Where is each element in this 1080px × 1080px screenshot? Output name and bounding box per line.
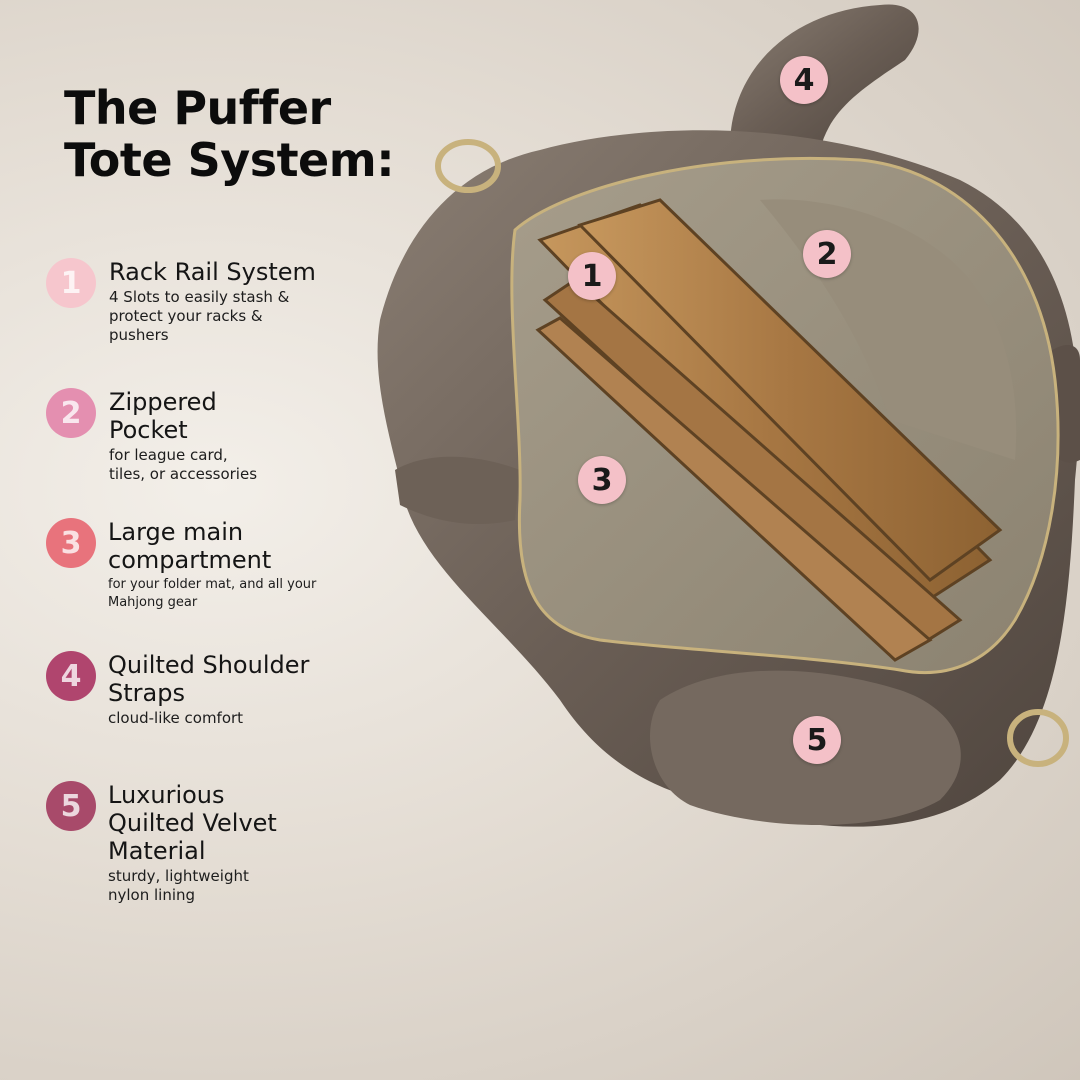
feature-description: for league card, tiles, or accessories [109, 446, 258, 483]
feature-heading: Rack Rail System [109, 258, 316, 286]
photo-marker-strap: 4 [780, 56, 828, 104]
feature-heading: Large main compartment [108, 518, 272, 574]
feature-heading: Luxurious Quilted Velvet Material [108, 781, 277, 865]
feature-rack-rail: 1 Rack Rail System 4 Slots to easily sta… [46, 258, 356, 345]
feature-description: 4 Slots to easily stash & protect your r… [109, 288, 290, 344]
photo-marker-main-compartment: 3 [578, 456, 626, 504]
feature-description: for your folder mat, and all your Mahjon… [108, 577, 317, 610]
page-title: The Puffer Tote System: [64, 81, 395, 187]
feature-heading: Zippered Pocket [109, 388, 217, 444]
number-badge: 2 [46, 388, 96, 438]
feature-shoulder-straps: 4 Quilted Shoulder Straps cloud-like com… [46, 651, 356, 728]
number-badge: 3 [46, 518, 96, 568]
feature-zippered-pocket: 2 Zippered Pocket for league card, tiles… [46, 388, 356, 484]
number-badge: 4 [46, 651, 96, 701]
feature-description: sturdy, lightweight nylon lining [108, 867, 249, 904]
feature-velvet-material: 5 Luxurious Quilted Velvet Material stur… [46, 781, 356, 905]
number-badge: 5 [46, 781, 96, 831]
feature-main-compartment: 3 Large main compartment for your folder… [46, 518, 356, 612]
photo-marker-pocket: 2 [803, 230, 851, 278]
feature-description: cloud-like comfort [108, 709, 244, 727]
wooden-racks [535, 198, 1003, 662]
feature-heading: Quilted Shoulder Straps [108, 651, 310, 707]
photo-marker-rack-rail: 1 [568, 252, 616, 300]
photo-marker-velvet: 5 [793, 716, 841, 764]
number-badge: 1 [46, 258, 96, 308]
